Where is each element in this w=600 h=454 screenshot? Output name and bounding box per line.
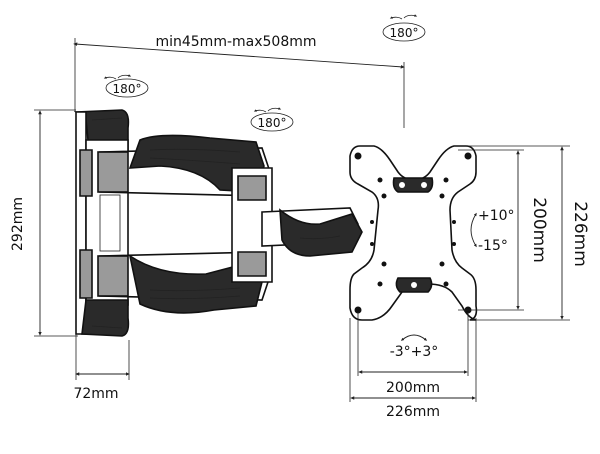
lower-arm: [97, 251, 271, 314]
elbow-joint: [231, 167, 273, 283]
extension-label: min45mm-max508mm: [155, 34, 316, 50]
arm-swivel-label: 180°: [258, 116, 287, 130]
upper-arm: [97, 134, 271, 197]
vesa-vertical-dimensions: 200mm 226mm: [458, 145, 590, 321]
wall-swivel-label: 180°: [113, 82, 142, 96]
depth-dimension: 72mm: [73, 330, 130, 402]
vesa-horizontal-dimensions: 200mm 226mm: [349, 312, 477, 420]
vesa-horizontal-max-label: 226mm: [386, 404, 440, 420]
height-label: 292mm: [10, 197, 26, 251]
head-swivel-label: 180°: [390, 26, 419, 40]
vesa-horizontal-min-label: 200mm: [386, 380, 440, 396]
arm-swivel-badge: 180°: [250, 107, 294, 132]
height-dimension: 292mm: [10, 109, 78, 337]
vesa-plate: [349, 145, 478, 321]
vesa-vertical-max-label: 226mm: [570, 201, 590, 267]
wall-plate: [73, 109, 130, 337]
level-adjust-indicator: -3°+3°: [390, 334, 439, 360]
head-swivel-badge: 180°: [382, 14, 426, 42]
level-adjust-label: -3°+3°: [390, 344, 439, 360]
tilt-indicator: +10° -15°: [470, 208, 515, 254]
vesa-vertical-min-label: 200mm: [529, 197, 549, 263]
tilt-down-label: -15°: [478, 238, 508, 254]
front-arm: [261, 207, 363, 257]
wall-swivel-badge: 180°: [103, 74, 149, 98]
tilt-up-label: +10°: [478, 208, 515, 224]
depth-label: 72mm: [73, 386, 118, 402]
extension-dimension: min45mm-max508mm: [73, 34, 405, 128]
